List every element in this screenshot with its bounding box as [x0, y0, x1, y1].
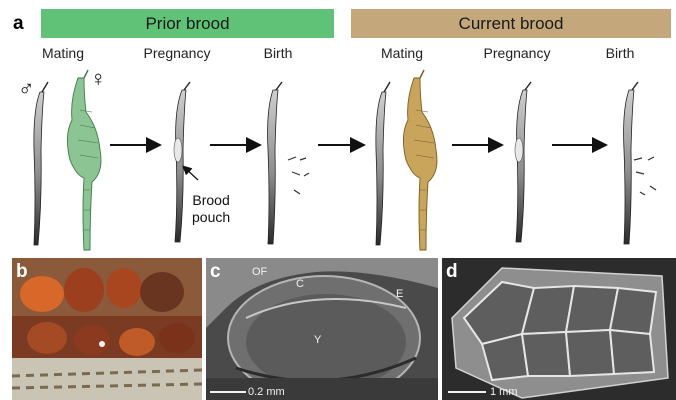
stage-label-mating-prior: Mating	[42, 45, 84, 61]
label-embryo: E	[396, 288, 403, 300]
panel-c-sem-image: c OF C E Y 0.2 mm	[206, 258, 438, 400]
scale-bar-c	[210, 391, 250, 395]
female-pipefish-current-mating	[403, 70, 437, 250]
label-chorion: C	[296, 278, 304, 290]
panel-d-sem-image: d 1 mm	[442, 258, 676, 400]
brood-pouch-pointer	[184, 167, 198, 180]
male-pipefish-prior-mating	[34, 82, 48, 245]
stage-label-pregnancy-prior: Pregnancy	[144, 45, 211, 61]
scale-label-d: 1 mm	[490, 386, 518, 398]
male-pipefish-current-birth	[624, 82, 638, 244]
brood-pouch-label-line2: pouch	[192, 209, 230, 225]
brood-pouch-label-line1: Brood	[192, 192, 229, 208]
male-pipefish-prior-birth	[268, 82, 282, 244]
brood-pouch-label: Brood pouch	[192, 192, 230, 226]
panel-a-label: a	[13, 14, 24, 33]
scale-bar-d	[448, 391, 488, 395]
label-yolk: Y	[314, 334, 321, 346]
stage-label-mating-current: Mating	[381, 45, 423, 61]
label-outer-follicle: OF	[252, 266, 267, 278]
female-pipefish-prior-mating	[67, 70, 101, 250]
male-pipefish-current-mating	[376, 82, 390, 245]
panel-d-label: d	[446, 262, 458, 281]
stage-label-birth-current: Birth	[606, 45, 635, 61]
prior-brood-banner: Prior brood	[41, 9, 334, 38]
scale-label-c: 0.2 mm	[248, 386, 285, 398]
offspring-current	[634, 157, 656, 195]
offspring-prior	[288, 157, 309, 194]
male-pipefish-current-pregnancy	[515, 82, 531, 242]
panel-b-label: b	[16, 262, 28, 281]
male-pipefish-prior-pregnancy	[174, 82, 190, 242]
panel-c-label: c	[210, 262, 221, 281]
stage-label-pregnancy-current: Pregnancy	[484, 45, 551, 61]
current-brood-banner: Current brood	[351, 9, 671, 38]
stage-label-birth-prior: Birth	[264, 45, 293, 61]
panel-b-photo: b	[12, 258, 202, 400]
male-symbol: ♂	[18, 76, 35, 102]
female-symbol: ♀	[90, 66, 107, 92]
